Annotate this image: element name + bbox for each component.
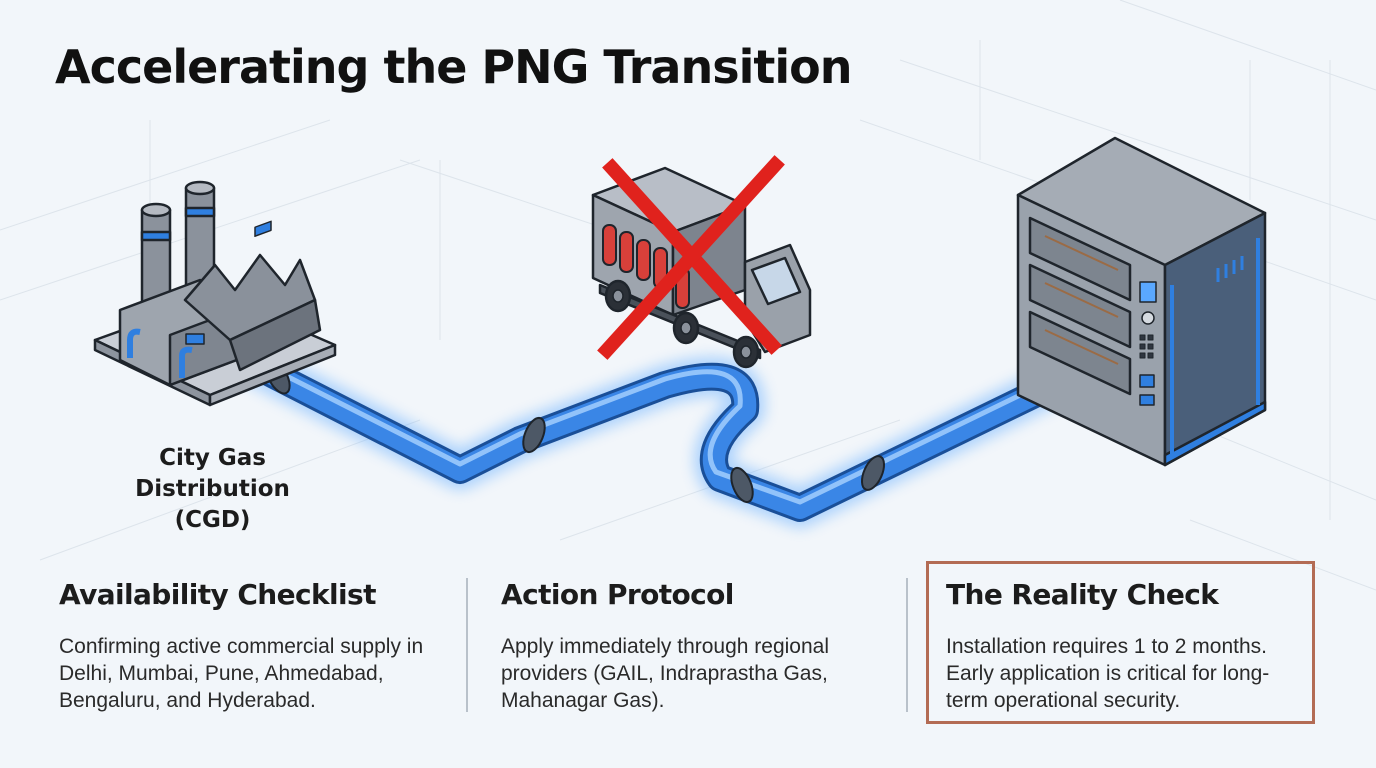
cgd-label-line1: City Gas Distribution bbox=[135, 445, 290, 502]
column-divider bbox=[466, 578, 468, 712]
reality-check-highlight-box bbox=[926, 561, 1315, 724]
section-heading: Action Protocol bbox=[501, 578, 734, 611]
action-protocol-section: Action Protocol Apply immediately throug… bbox=[501, 578, 891, 714]
section-body: Confirming active commercial supply in D… bbox=[59, 635, 424, 712]
availability-checklist-section: Availability Checklist Confirming active… bbox=[59, 578, 454, 714]
section-body: Installation requires 1 to 2 months. Ear… bbox=[946, 635, 1270, 712]
section-heading: Availability Checklist bbox=[59, 578, 376, 611]
cgd-label-line2: (CGD) bbox=[174, 507, 251, 533]
prohibited-x-icon bbox=[597, 155, 785, 360]
section-heading: The Reality Check bbox=[946, 578, 1219, 611]
column-divider bbox=[906, 578, 908, 712]
reality-check-section: The Reality Check Installation requires … bbox=[946, 578, 1306, 714]
commercial-oven-icon bbox=[1016, 136, 1267, 467]
gas-pipeline-icon bbox=[231, 346, 1094, 522]
page-title: Accelerating the PNG Transition bbox=[55, 40, 852, 94]
section-body: Apply immediately through regional provi… bbox=[501, 635, 830, 712]
cgd-label: City Gas Distribution (CGD) bbox=[80, 443, 345, 536]
factory-icon bbox=[93, 180, 337, 407]
